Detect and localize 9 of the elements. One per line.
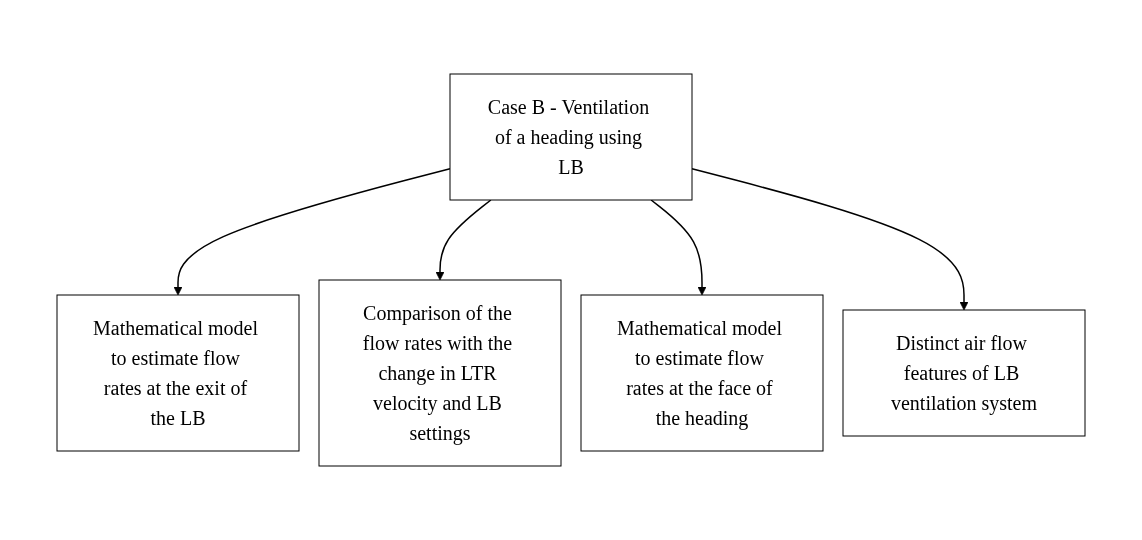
node-box: Mathematical model to estimate flow rates at the face of the heading	[580, 294, 824, 452]
node-box: Comparison of the flow rates with the change in LTR velocity and LB settings	[318, 279, 562, 467]
arrow	[435, 199, 492, 281]
node-box: Mathematical model to estimate flow rates at the exit of the LB	[56, 294, 300, 452]
arrow	[650, 199, 707, 296]
arrow	[173, 167, 451, 296]
node-box: Case B - Ventilation of a heading using LB	[449, 73, 693, 201]
node-box: Distinct air flow features of LB ventilation system	[842, 309, 1086, 437]
arrow	[691, 167, 969, 311]
